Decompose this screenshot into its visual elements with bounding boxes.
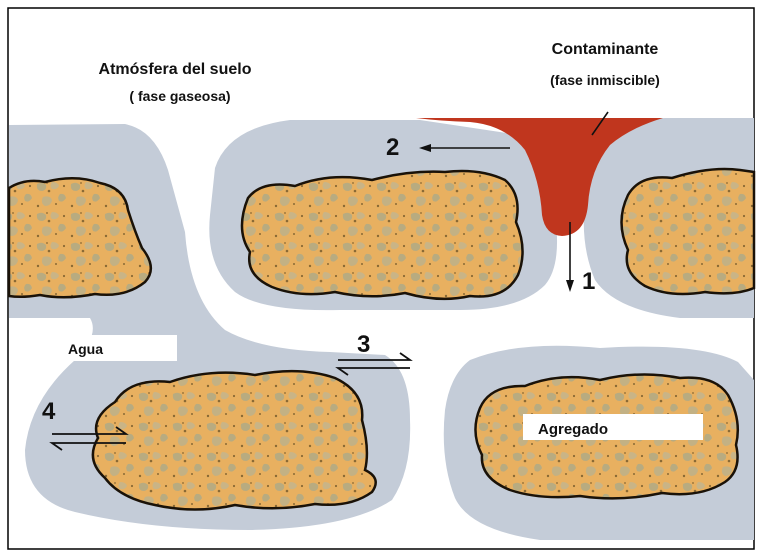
- process-number-1: 1: [582, 268, 595, 295]
- aggregate-right: [622, 169, 755, 294]
- water-label: Agua: [68, 341, 103, 357]
- process-number-4: 4: [42, 398, 56, 425]
- aggregate-bottom-left: [93, 371, 376, 509]
- aggregate-center: [242, 171, 523, 299]
- aggregate-label: Agregado: [538, 421, 608, 438]
- contaminant-title: Contaminante: [552, 41, 659, 58]
- process-number-3: 3: [357, 331, 370, 358]
- contaminant-subtitle: (fase inmiscible): [550, 72, 660, 88]
- atmosphere-subtitle: ( fase gaseosa): [129, 88, 230, 104]
- process-number-2: 2: [386, 134, 399, 161]
- atmosphere-title: Atmósfera del suelo: [99, 61, 252, 78]
- water-label-box: [31, 335, 177, 361]
